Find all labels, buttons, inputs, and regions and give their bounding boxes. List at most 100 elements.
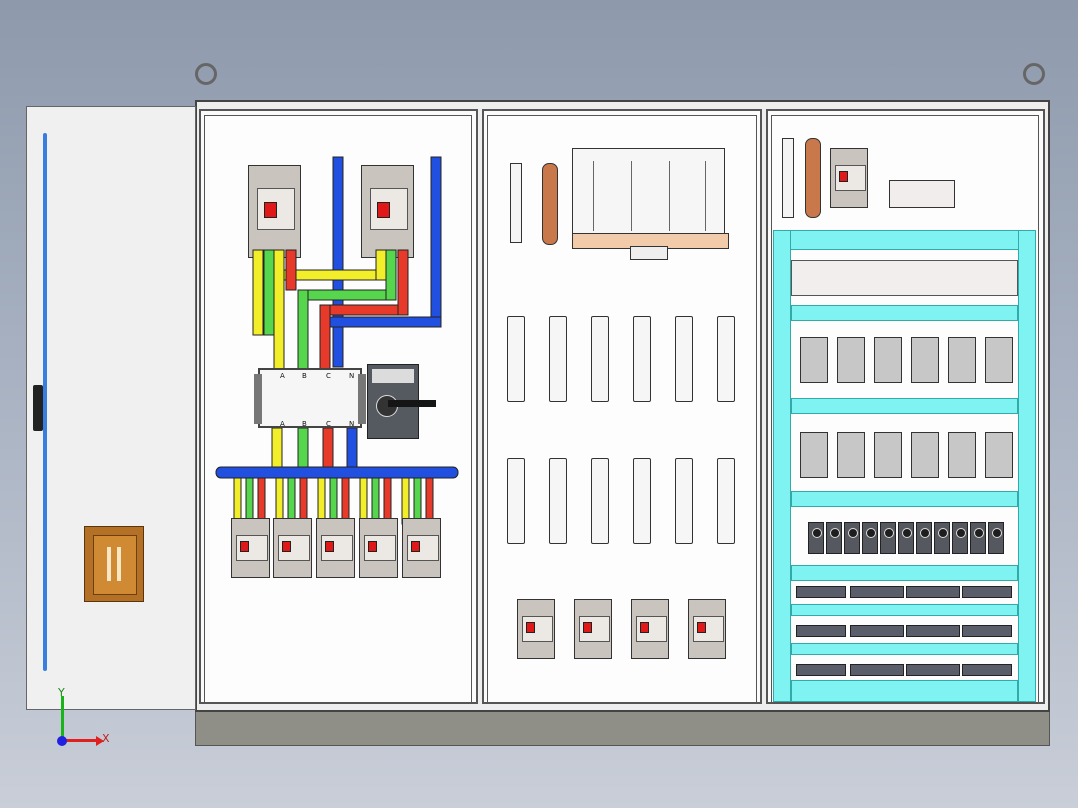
busbar-phase-c <box>319 304 331 371</box>
din-frame-band <box>791 604 1018 616</box>
fuse-holder <box>549 316 567 402</box>
contactor <box>800 432 828 478</box>
fuse-holder <box>591 316 609 402</box>
terminal-block <box>962 664 1012 676</box>
busbar-neutral <box>430 156 442 328</box>
outgoing-breaker-5 <box>402 518 441 578</box>
fuse-holder <box>633 316 651 402</box>
feeder-breaker-1 <box>517 599 555 659</box>
busbar-wiring <box>252 156 442 371</box>
busbar-phase-a <box>273 249 285 371</box>
terminal-block <box>850 586 904 598</box>
switch-operator <box>367 364 436 439</box>
door-seal <box>43 133 47 671</box>
contactor <box>948 432 976 478</box>
axis-y-label: Y <box>58 686 65 699</box>
copper-bar <box>542 163 558 245</box>
busbar-phase-a <box>252 249 264 336</box>
fuse-holder <box>507 316 525 402</box>
contactor <box>911 337 939 383</box>
feeder-breaker-3 <box>631 599 669 659</box>
terminal-block <box>796 664 846 676</box>
relay <box>970 522 986 554</box>
relay <box>862 522 878 554</box>
contactor <box>837 337 865 383</box>
document-pocket <box>84 526 144 602</box>
fuse-holder <box>675 316 693 402</box>
busbar-phase-c <box>319 304 409 316</box>
din-rail <box>791 260 1018 296</box>
relay <box>808 522 824 554</box>
busbar-phase-b <box>385 249 397 301</box>
terminal-block <box>962 586 1012 598</box>
contactor <box>800 337 828 383</box>
din-frame-band <box>791 565 1018 581</box>
busbar-phase-b <box>263 249 275 336</box>
terminal-block <box>906 586 960 598</box>
contactor <box>911 432 939 478</box>
outgoing-busbars <box>215 428 459 525</box>
contactor <box>874 337 902 383</box>
outgoing-breaker-4 <box>359 518 398 578</box>
terminal-block <box>906 625 960 637</box>
relay <box>880 522 896 554</box>
lifting-eye-icon <box>195 63 217 85</box>
phase-label-b: B <box>302 372 307 380</box>
din-frame-band <box>791 398 1018 414</box>
terminal-block <box>796 586 846 598</box>
relay <box>898 522 914 554</box>
busbar-phase-c <box>285 249 297 291</box>
lifting-eye-icon <box>1023 63 1045 85</box>
feeder-breaker-4 <box>688 599 726 659</box>
terminal-strip <box>782 138 794 218</box>
din-frame-band <box>791 643 1018 655</box>
incoming-breaker-2 <box>361 165 414 258</box>
contactor <box>837 432 865 478</box>
outgoing-breaker-2 <box>273 518 312 578</box>
fuse-holder <box>507 458 525 544</box>
busbar-phase-b <box>297 289 397 301</box>
contactor <box>985 432 1013 478</box>
contactor <box>948 337 976 383</box>
busbar-phase-b <box>297 289 309 371</box>
terminal-block <box>850 664 904 676</box>
fuse-holder <box>675 458 693 544</box>
fuse-holder <box>591 458 609 544</box>
terminal-block <box>962 625 1012 637</box>
terminal-strip <box>510 163 522 243</box>
busbar-neutral <box>321 316 442 328</box>
fuse-holder <box>717 316 735 402</box>
outgoing-breaker-1 <box>231 518 270 578</box>
door-handle-icon <box>33 385 43 431</box>
din-frame <box>773 230 1036 250</box>
relay <box>934 522 950 554</box>
phase-label-b: B <box>302 420 307 428</box>
relay <box>952 522 968 554</box>
din-frame-left <box>773 230 791 702</box>
copper-bar <box>805 138 821 218</box>
fuse-holder <box>633 458 651 544</box>
phase-label-n: N <box>349 372 355 380</box>
busbar-neutral <box>332 156 344 368</box>
busbar-phase-c <box>397 249 409 316</box>
mini-terminal-block <box>889 180 955 208</box>
component-block <box>572 148 725 234</box>
phase-label-a: A <box>280 372 285 380</box>
axis-triad-icon <box>48 686 108 752</box>
din-frame-band <box>791 680 1018 702</box>
contactor <box>874 432 902 478</box>
fuse-holder <box>549 458 567 544</box>
cabinet-plinth <box>195 708 1050 746</box>
feeder-breaker-2 <box>574 599 612 659</box>
component-foot <box>630 246 668 260</box>
phase-label-a: A <box>280 420 285 428</box>
phase-label-n: N <box>349 420 355 428</box>
fuse-holder <box>717 458 735 544</box>
phase-label-c: C <box>326 372 331 380</box>
din-frame-band <box>791 305 1018 321</box>
relay <box>826 522 842 554</box>
din-frame-right <box>1018 230 1036 702</box>
din-frame-band <box>791 491 1018 507</box>
transfer-switch <box>254 368 366 428</box>
terminal-block <box>850 625 904 637</box>
